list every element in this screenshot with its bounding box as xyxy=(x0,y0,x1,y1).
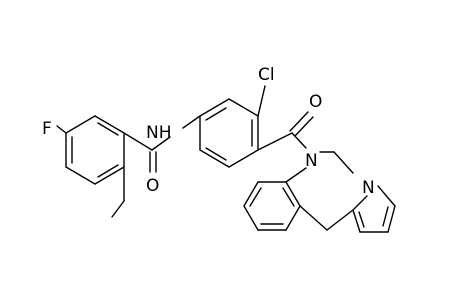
bond-ketone-o xyxy=(289,111,309,132)
bond-ch2-npyrrole xyxy=(333,151,354,174)
bond-aryl-ch2 xyxy=(299,205,328,231)
fused-benzene-ring xyxy=(243,181,301,231)
bond-ketone-n xyxy=(291,132,307,149)
double-bond-inner xyxy=(205,107,227,121)
pyrrole-ring xyxy=(352,185,396,233)
bond-methyl xyxy=(111,200,125,218)
bond-n-ring xyxy=(182,115,201,129)
bond-c-f xyxy=(56,125,67,134)
ketone-oxygen-label: O xyxy=(309,92,322,112)
bond-ch2-pyrrole xyxy=(326,209,354,231)
bond xyxy=(65,166,96,185)
bond xyxy=(352,209,361,233)
bond xyxy=(199,98,230,117)
bond-ring-carbonyl xyxy=(123,132,153,151)
double-bond-inner xyxy=(97,122,119,136)
double-bond-inner xyxy=(282,187,295,207)
bond xyxy=(199,149,230,168)
double-bond-inner xyxy=(205,147,227,161)
ring-nitrogen-label: N xyxy=(305,151,318,171)
fluorine-label: F xyxy=(42,119,52,139)
bond-c-cl xyxy=(257,85,266,117)
bond xyxy=(94,115,125,134)
bond xyxy=(243,205,259,231)
bond xyxy=(377,185,396,207)
fluoro-methyl-benzene-ring xyxy=(65,115,125,185)
bond xyxy=(243,181,259,207)
bond xyxy=(228,98,259,117)
bond-n-aryl xyxy=(285,167,307,183)
bond-ketone-o xyxy=(294,116,314,137)
chlorine-label: Cl xyxy=(258,65,275,85)
bond-ring-ketone xyxy=(257,132,293,151)
bond xyxy=(94,166,125,185)
amide-nh-label: NH xyxy=(146,123,172,143)
chloro-benzene-ring xyxy=(199,98,259,168)
bond xyxy=(228,149,259,168)
bond xyxy=(65,115,96,134)
double-bond-inner xyxy=(382,206,389,227)
bond xyxy=(352,195,368,211)
double-bond-inner xyxy=(249,187,262,207)
bond xyxy=(387,205,396,233)
bond-carbonyl-n xyxy=(151,136,171,151)
bond xyxy=(285,181,301,207)
bond xyxy=(285,205,301,231)
double-bond-inner xyxy=(97,164,119,178)
amide-oxygen-label: O xyxy=(146,176,159,196)
double-bond-inner xyxy=(358,211,365,228)
pyrrole-nitrogen-label: N xyxy=(362,178,375,198)
